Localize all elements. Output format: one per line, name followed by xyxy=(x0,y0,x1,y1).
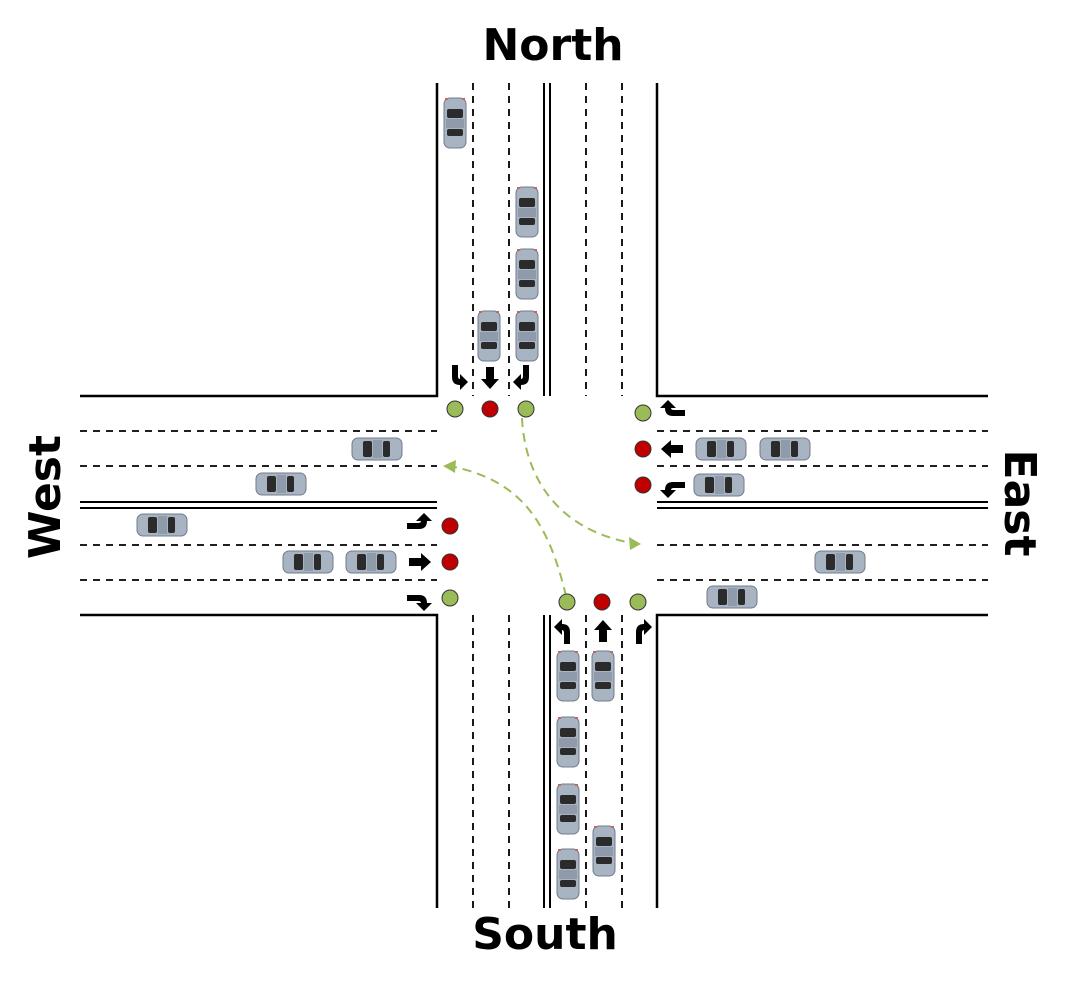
car-icon xyxy=(759,437,811,461)
car-icon xyxy=(136,513,188,537)
signal-east-right xyxy=(634,404,652,422)
signal-north-straight xyxy=(481,400,499,418)
car-icon xyxy=(515,310,539,362)
car-icon xyxy=(693,473,745,497)
signal-north-left xyxy=(446,400,464,418)
car-icon xyxy=(695,437,747,461)
label-south: South xyxy=(472,909,618,960)
movement-paths xyxy=(449,417,633,597)
car-icon xyxy=(706,585,758,609)
signal-south-straight xyxy=(593,593,611,611)
car-icon xyxy=(814,550,866,574)
label-west: West xyxy=(20,434,71,560)
car-icon xyxy=(351,437,403,461)
traffic-signals xyxy=(441,400,652,611)
car-icon xyxy=(515,186,539,238)
signal-west-straight xyxy=(441,553,459,571)
car-icon xyxy=(592,825,616,877)
car-icon xyxy=(477,310,501,362)
car-icon xyxy=(556,650,580,702)
signal-south-left xyxy=(558,593,576,611)
label-east: East xyxy=(994,449,1045,557)
movement-path-arrowheads xyxy=(443,460,641,550)
car-icon xyxy=(556,783,580,835)
car-icon xyxy=(515,248,539,300)
signal-south-right xyxy=(629,593,647,611)
center-double-lines xyxy=(80,83,988,908)
car-icon xyxy=(556,848,580,900)
signal-west-right xyxy=(441,589,459,607)
signal-north-right xyxy=(517,400,535,418)
car-icon xyxy=(345,550,397,574)
car-icon xyxy=(591,650,615,702)
car-icon xyxy=(255,472,307,496)
label-north: North xyxy=(482,20,624,71)
lane-dashed-lines xyxy=(80,83,988,908)
signal-east-straight xyxy=(634,440,652,458)
signal-east-left xyxy=(634,476,652,494)
signal-west-left xyxy=(441,517,459,535)
car-icon xyxy=(282,550,334,574)
vehicles xyxy=(136,97,866,900)
car-icon xyxy=(556,716,580,768)
car-icon xyxy=(443,97,467,149)
road-edges xyxy=(80,83,988,908)
